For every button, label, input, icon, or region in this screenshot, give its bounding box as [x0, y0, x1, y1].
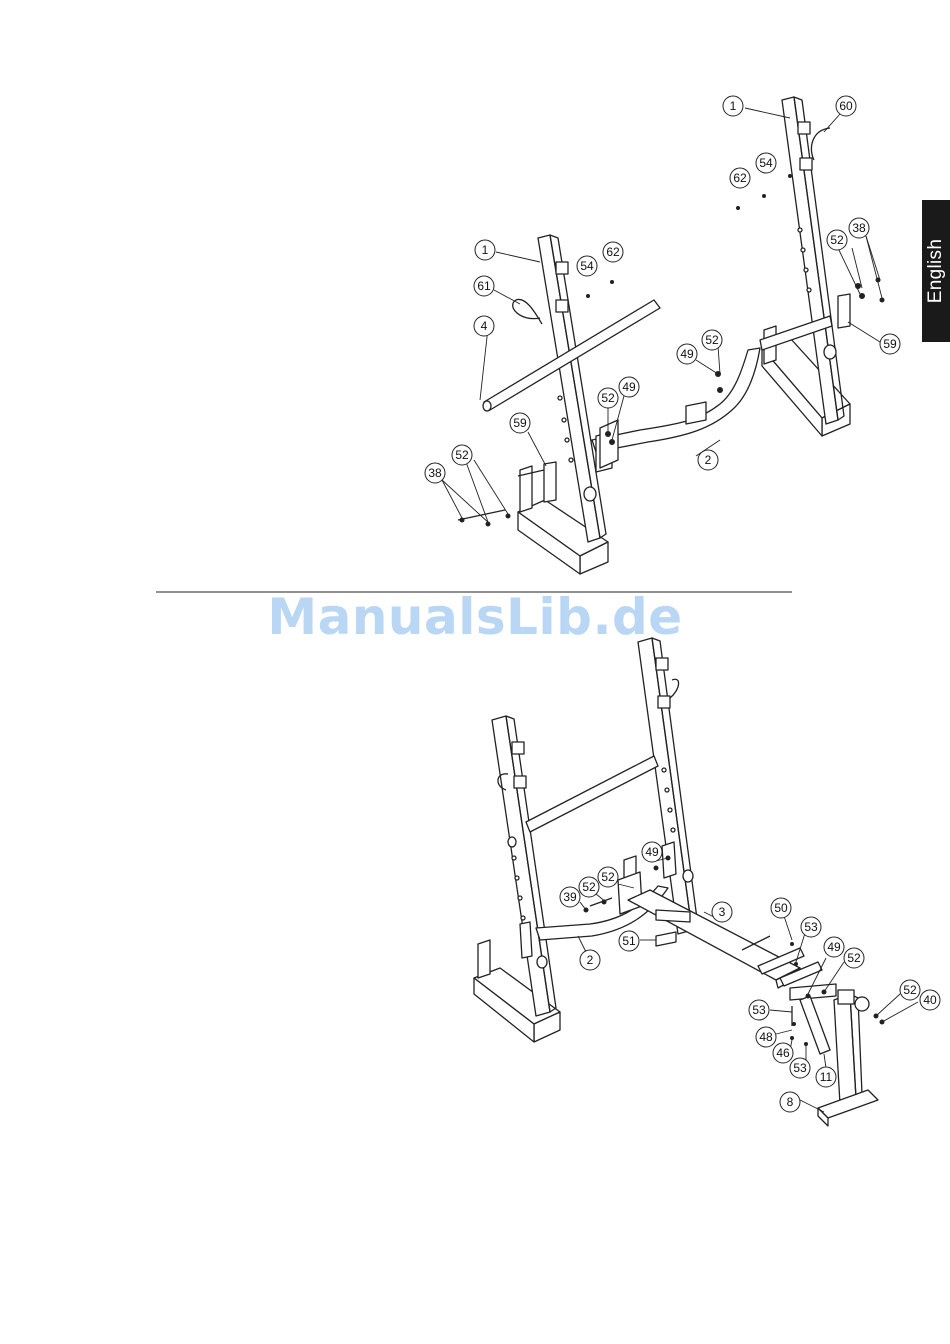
callout-60: 60 [836, 96, 856, 116]
callout-54-left: 54 [577, 256, 597, 276]
callout-52-far-right: 52 [900, 980, 920, 1000]
callout-62-right: 62 [730, 168, 750, 188]
callout-2-bottom: 2 [580, 950, 600, 970]
callout-62-left: 62 [603, 242, 623, 262]
svg-text:52: 52 [582, 880, 596, 894]
callout-40: 40 [920, 990, 940, 1010]
svg-text:59: 59 [883, 337, 897, 351]
callout-54-right: 54 [756, 153, 776, 173]
callout-52-right: 52 [827, 230, 847, 250]
svg-text:52: 52 [903, 983, 917, 997]
svg-text:61: 61 [477, 279, 491, 293]
callout-38-right: 38 [849, 218, 869, 238]
callout-39: 39 [560, 887, 580, 907]
svg-text:52: 52 [601, 870, 615, 884]
svg-text:38: 38 [852, 221, 866, 235]
svg-text:53: 53 [793, 1061, 807, 1075]
callout-4: 4 [474, 316, 494, 336]
svg-text:46: 46 [776, 1046, 790, 1060]
svg-text:8: 8 [787, 1095, 794, 1109]
callout-53-mid: 53 [749, 1000, 769, 1020]
svg-text:2: 2 [587, 953, 594, 967]
svg-text:52: 52 [847, 951, 861, 965]
callout-59-right: 59 [880, 334, 900, 354]
callout-48: 48 [756, 1027, 776, 1047]
svg-text:52: 52 [601, 391, 615, 405]
svg-text:1: 1 [730, 99, 737, 113]
svg-text:1: 1 [482, 243, 489, 257]
language-tab-label: English [925, 239, 947, 303]
callout-11: 11 [816, 1067, 836, 1087]
callout-52-bottom-mid: 52 [579, 877, 599, 897]
svg-text:40: 40 [923, 993, 937, 1007]
svg-text:52: 52 [705, 333, 719, 347]
callout-49-center: 49 [677, 344, 697, 364]
svg-text:54: 54 [759, 156, 773, 170]
callout-1-left: 1 [475, 240, 495, 260]
callout-8: 8 [780, 1092, 800, 1112]
callout-52-left-center: 52 [598, 388, 618, 408]
svg-text:11: 11 [820, 1070, 833, 1084]
svg-text:62: 62 [606, 245, 620, 259]
callout-52-bottom-right: 52 [844, 948, 864, 968]
svg-text:60: 60 [839, 99, 853, 113]
svg-text:39: 39 [563, 890, 577, 904]
bottom-assembly-drawing: 49 52 52 39 3 50 53 51 2 49 52 52 40 53 … [474, 638, 940, 1126]
callout-3: 3 [712, 902, 732, 922]
svg-text:52: 52 [830, 233, 844, 247]
callout-52-bottom-upper: 52 [598, 867, 618, 887]
svg-text:2: 2 [705, 453, 712, 467]
callout-49-left-center: 49 [619, 377, 639, 397]
svg-text:62: 62 [733, 171, 747, 185]
callout-1-right: 1 [723, 96, 743, 116]
svg-text:53: 53 [804, 920, 818, 934]
callout-50: 50 [771, 898, 791, 918]
callout-61: 61 [474, 276, 494, 296]
svg-text:38: 38 [428, 466, 442, 480]
svg-text:49: 49 [680, 347, 694, 361]
callout-59-left: 59 [510, 413, 530, 433]
svg-text:52: 52 [455, 448, 469, 462]
callout-53-upper: 53 [801, 917, 821, 937]
callout-49-bottom-upper: 49 [642, 842, 662, 862]
watermark: ManualsLib.de [0, 588, 950, 646]
svg-text:4: 4 [481, 319, 488, 333]
callout-53-lower: 53 [790, 1058, 810, 1078]
svg-text:53: 53 [752, 1003, 766, 1017]
svg-text:49: 49 [827, 940, 841, 954]
top-assembly-drawing: 1 60 62 54 38 52 59 49 52 2 52 49 1 54 6… [425, 96, 900, 574]
svg-text:49: 49 [622, 380, 636, 394]
svg-text:59: 59 [513, 416, 527, 430]
svg-text:50: 50 [774, 901, 788, 915]
callout-51: 51 [619, 931, 639, 951]
callout-49-bottom-right: 49 [824, 937, 844, 957]
svg-text:3: 3 [719, 905, 726, 919]
language-tab[interactable]: English [922, 200, 950, 342]
callout-38-left: 38 [425, 463, 445, 483]
callout-46: 46 [773, 1043, 793, 1063]
callout-2-top: 2 [698, 450, 718, 470]
callout-52-left: 52 [452, 445, 472, 465]
svg-text:51: 51 [622, 934, 636, 948]
svg-text:54: 54 [580, 259, 594, 273]
svg-text:48: 48 [759, 1030, 773, 1044]
svg-text:49: 49 [645, 845, 659, 859]
callout-52-center: 52 [702, 330, 722, 350]
